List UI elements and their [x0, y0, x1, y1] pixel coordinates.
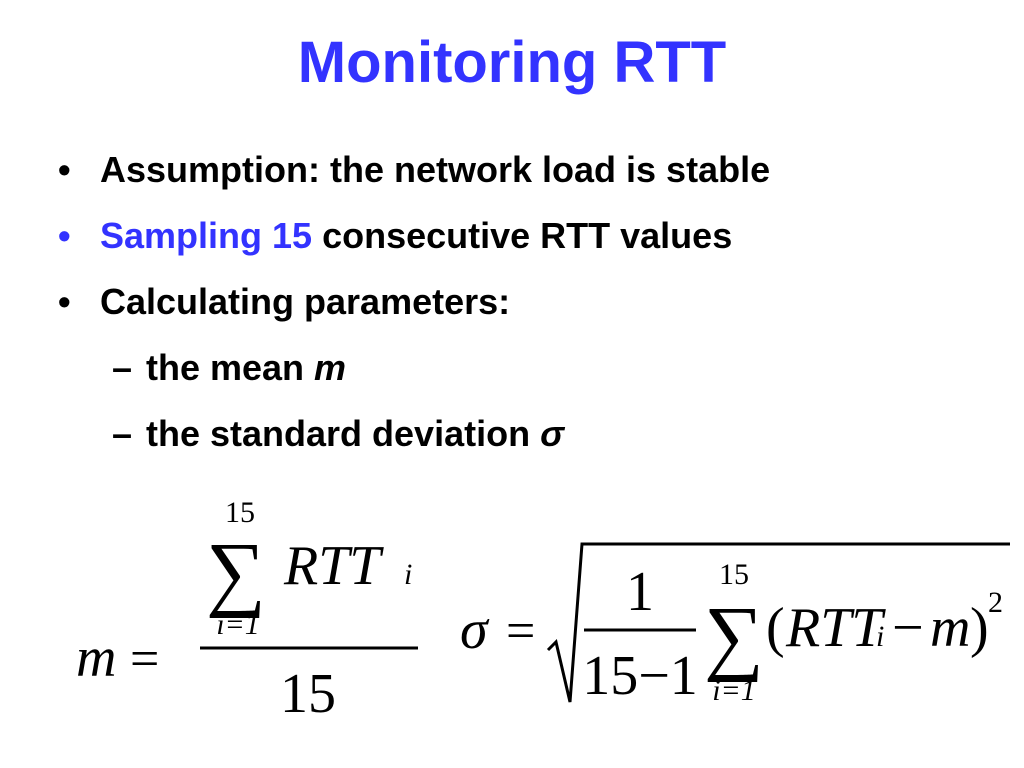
mean-denominator: 15 — [280, 663, 336, 725]
stddev-lhs-var: σ — [460, 599, 490, 661]
subbullet-marker: – — [112, 413, 133, 454]
stddev-equals-sign: = — [506, 603, 535, 660]
slide-title: Monitoring RTT — [297, 30, 727, 95]
stddev-frac-denominator: 15−1 — [582, 645, 698, 707]
formula-area: m = 15 ∑ i=1 RTT i 15 σ = 1 15−1 15 ∑ i=… — [76, 496, 1010, 725]
mean-formula: m = 15 ∑ i=1 RTT i 15 — [76, 496, 418, 725]
mean-sum-icon: ∑ — [206, 526, 266, 619]
mean-lhs-var: m — [76, 627, 116, 689]
subbullet-text-wrapper: the mean m — [146, 338, 346, 398]
bullet-marker: • — [58, 215, 71, 256]
stddev-sum-lower: i=1 — [712, 674, 756, 707]
mean-equals-sign: = — [130, 631, 159, 688]
radical-sign-icon — [546, 542, 1010, 703]
bullet-marker: • — [58, 281, 71, 322]
subbullet-var: σ — [540, 413, 564, 454]
stddev-term-sub: i — [876, 620, 884, 653]
bullet-text-wrapper: Sampling 15 consecutive RTT values — [100, 206, 732, 266]
stddev-sum-icon: ∑ — [704, 590, 764, 683]
subbullet-marker: – — [112, 347, 133, 388]
stddev-mean-var: m — [930, 597, 970, 659]
bullet-text: Calculating parameters: — [100, 281, 511, 322]
stddev-frac-numerator: 1 — [626, 561, 654, 623]
subbullet-text: the standard deviation — [146, 413, 541, 454]
stddev-sum-upper: 15 — [719, 558, 749, 591]
mean-sum-lower: i=1 — [216, 608, 260, 641]
bullet-text: Assumption: the network load is stable — [100, 149, 771, 190]
mean-term-sub: i — [404, 558, 412, 591]
stddev-close-paren: ) — [970, 597, 989, 659]
bullet-marker: • — [58, 149, 71, 190]
bullet-highlight: Sampling 15 — [100, 215, 313, 256]
bullet-text: consecutive RTT values — [312, 215, 733, 256]
subbullet-var: m — [314, 347, 347, 388]
mean-sum-upper: 15 — [225, 496, 255, 529]
stddev-minus-sign: − — [892, 597, 924, 659]
subbullet-text: the mean — [146, 347, 315, 388]
subbullet-text-wrapper: the standard deviation σ — [146, 404, 564, 464]
stddev-formula: σ = 1 15−1 15 ∑ i=1 ( RTT i − m ) 2 — [460, 542, 1010, 707]
mean-term: RTT — [283, 535, 384, 597]
stddev-exponent: 2 — [988, 586, 1003, 619]
stddev-term: RTT — [785, 597, 886, 659]
stddev-open-paren: ( — [766, 597, 785, 659]
